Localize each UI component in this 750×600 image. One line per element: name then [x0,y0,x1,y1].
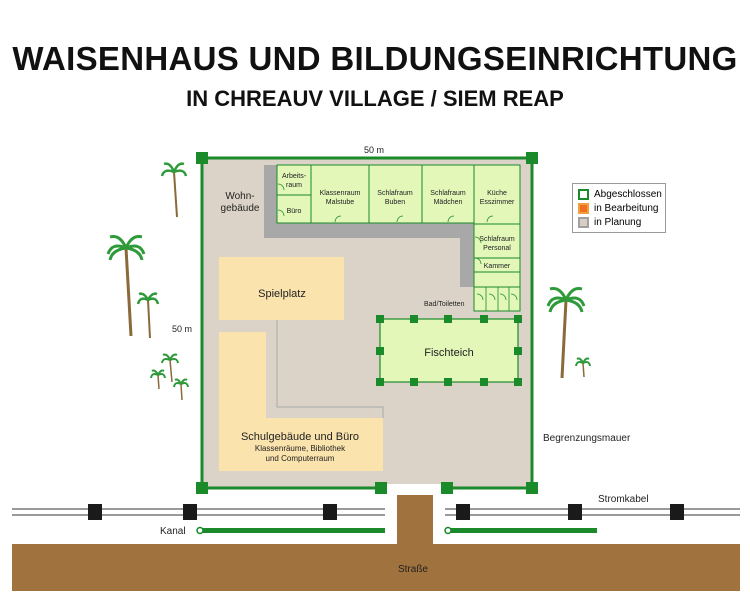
school-label-2: Klassenräume, Bibliothek [255,444,346,453]
room-schlaf-personal-1: Schlafraum [479,236,515,243]
page-title: WAISENHAUS UND BILDUNGSEINRICHTUNG [12,40,738,77]
legend-item: in Bearbeitung [578,201,665,215]
power-cable-label: Stromkabel [598,494,649,505]
wall-posts [196,152,538,494]
wohn-label-2: gebäude [221,203,260,214]
school-label-3: und Computerraum [266,454,335,463]
room-kueche-2: Esszimmer [480,199,515,206]
road [12,544,740,591]
room-schlaf-maedchen-1: Schlafraum [430,190,466,197]
boundary-wall [200,156,534,490]
legend-item: Abgeschlossen [578,187,665,201]
room-schlaf-personal-2: Personal [483,245,511,252]
fence-posts [376,315,522,386]
playground [219,257,344,320]
canal-right [445,528,597,533]
room-klassen-2: Malstube [326,199,355,206]
road-label: Straße [398,564,428,575]
school-building [219,332,383,471]
power-poles [88,504,684,520]
room-arbeitsraum-2: raum [286,182,302,189]
corridor [264,165,520,287]
palm-trees [106,162,591,401]
room-arbeitsraum-1: Arbeits- [282,173,307,180]
bath-label: Bad/Toiletten [424,301,465,308]
school-label-1: Schulgebäude und Büro [241,431,359,443]
room-buero: Büro [287,208,302,215]
room-schlaf-maedchen-2: Mädchen [434,199,463,206]
legend: Abgeschlossen in Bearbeitung in Planung [572,183,666,233]
room-schlaf-buben-2: Buben [385,199,405,206]
legend-item: in Planung [578,215,665,229]
canal-left [197,528,385,533]
room-kueche-1: Küche [487,190,507,197]
height-label: 50 m [172,324,192,334]
playground-label: Spielplatz [258,288,306,300]
fish-pond-label: Fischteich [424,347,474,359]
room-kammer: Kammer [484,263,511,270]
room-klassen-1: Klassenraum [320,190,361,197]
driveway [397,495,433,547]
canal-label: Kanal [160,526,186,537]
wohn-label-1: Wohn- [225,191,254,202]
room-schlaf-buben-1: Schlafraum [377,190,413,197]
page-subtitle: IN CHREAUV VILLAGE / SIEM REAP [186,86,564,111]
living-building [276,164,521,312]
door-marks [277,183,518,301]
width-label: 50 m [364,145,384,155]
wall-label: Begrenzungsmauer [543,433,631,444]
